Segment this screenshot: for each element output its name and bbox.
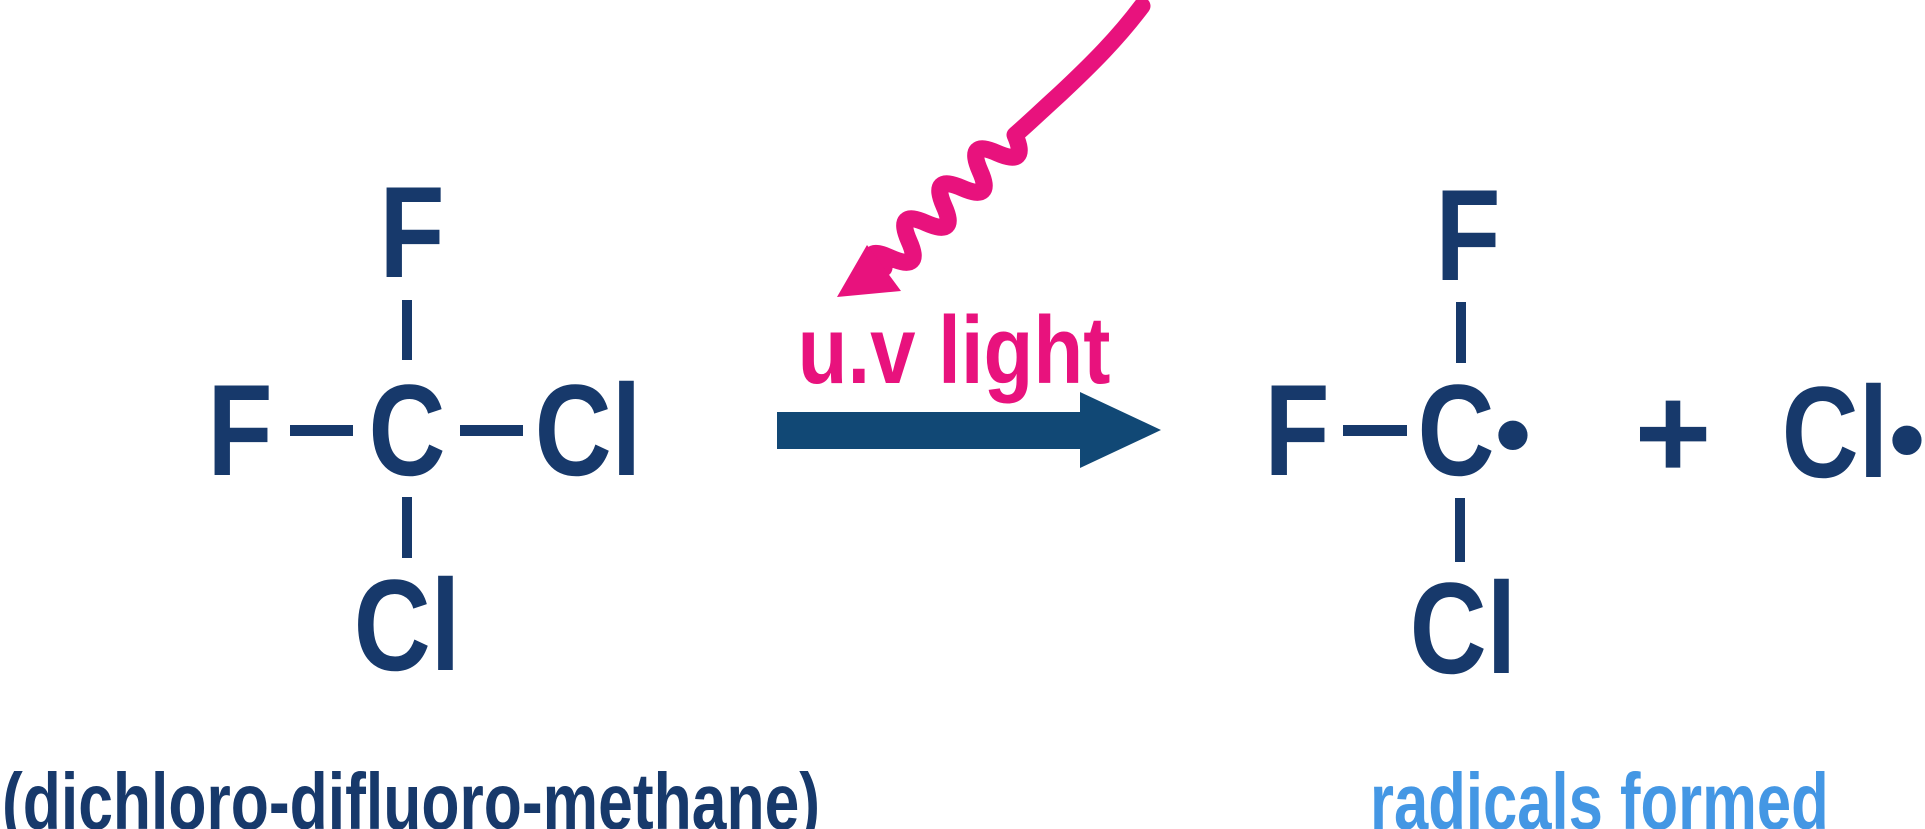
product-atom-cl-bottom: Cl xyxy=(1409,555,1517,701)
reactant-bond-left xyxy=(290,425,353,436)
caption-radicals-formed: radicals formed xyxy=(1370,757,1829,829)
caption-reactant-name: (dichloro-difluoro-methane) xyxy=(2,757,821,829)
carbon-radical-dot: • xyxy=(1495,377,1531,491)
product-atom-f-top: F xyxy=(1435,162,1501,308)
chlorine-radical-symbol: Cl xyxy=(1781,359,1889,505)
reactant-atom-f-top: F xyxy=(379,159,445,305)
reactant-bond-top xyxy=(402,300,412,360)
uv-light-label: u.v light xyxy=(797,297,1111,404)
reactant-atom-c: C xyxy=(368,357,446,503)
reactant-atom-cl-bottom: Cl xyxy=(353,552,461,698)
product-atom-c: C xyxy=(1417,357,1495,503)
product-atom-f-left: F xyxy=(1264,357,1330,503)
reactant-bond-right xyxy=(460,425,523,436)
reactant-atom-f-left: F xyxy=(207,357,273,503)
reactant-atom-cl-right: Cl xyxy=(534,357,642,503)
product-bond-top xyxy=(1456,302,1466,363)
product-bond-bottom xyxy=(1455,498,1465,562)
product-bond-left xyxy=(1343,425,1407,436)
reactant-bond-bottom xyxy=(402,497,412,558)
uv-photon-squiggle-icon xyxy=(837,0,1151,297)
plus-sign: + xyxy=(1634,359,1712,506)
reaction-arrow-icon xyxy=(777,392,1161,468)
chlorine-radical-dot: • xyxy=(1889,382,1925,496)
